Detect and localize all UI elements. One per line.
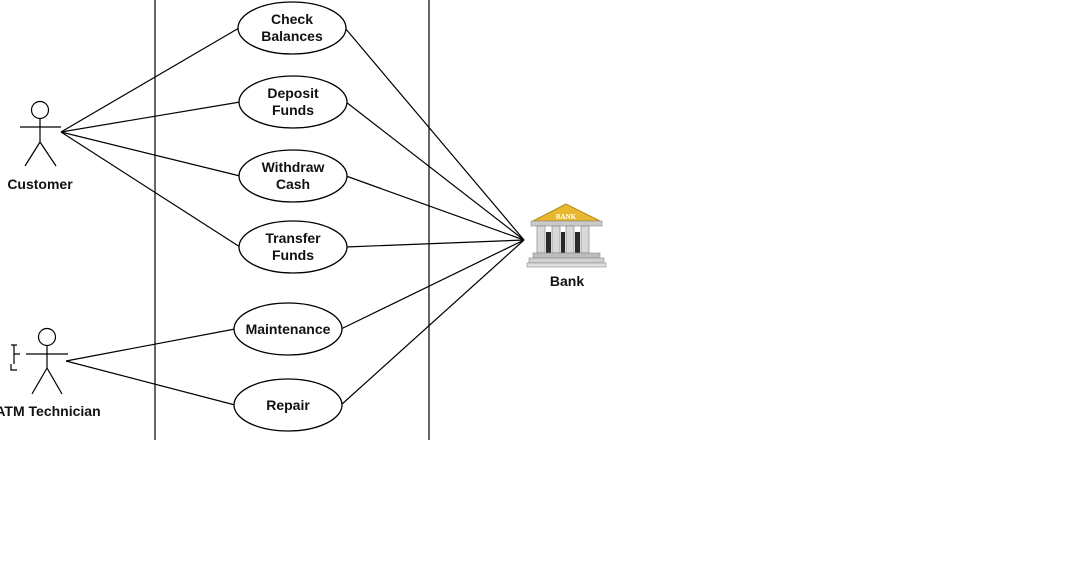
technician-actor: ATM Technician (0, 327, 101, 419)
use-case-ellipse (238, 75, 348, 129)
association-customer-withdraw (60, 131, 241, 177)
use-case-ellipse (238, 220, 348, 274)
stick-figure-with-tool-icon (10, 327, 68, 395)
technician-label: ATM Technician (0, 403, 101, 419)
association-bank-check (344, 27, 525, 241)
use-case-label: Balances (261, 28, 323, 44)
use-case-label: Repair (266, 397, 310, 413)
association-bank-deposit (345, 101, 525, 241)
use-cases: CheckBalancesDepositFundsWithdrawCashTra… (233, 1, 348, 432)
association-bank-maintenance (340, 239, 525, 330)
association-bank-withdraw (345, 175, 525, 241)
association-technician-repair (65, 360, 236, 406)
bank-actor: BANK Bank (526, 203, 607, 289)
use-case-ellipse (238, 149, 348, 203)
association-bank-transfer (345, 239, 525, 248)
association-customer-deposit (60, 101, 241, 133)
use-case-maintenance: Maintenance (233, 302, 343, 356)
use-case-label: Funds (272, 102, 314, 118)
use-case-label: Deposit (267, 85, 319, 101)
association-bank-repair (340, 239, 525, 406)
system-boundary (154, 0, 430, 440)
use-case-label: Withdraw (262, 159, 325, 175)
use-case-label: Funds (272, 247, 314, 263)
stick-figure-icon (20, 100, 61, 167)
use-case-label: Check (271, 11, 313, 27)
association-lines (60, 27, 525, 406)
bank-building-icon: BANK (526, 203, 607, 268)
use-case-label: Maintenance (246, 321, 331, 337)
use-case-label: Transfer (265, 230, 321, 246)
use-case-repair: Repair (233, 378, 343, 432)
association-customer-transfer (60, 131, 241, 248)
use-case-ellipse (233, 302, 343, 356)
association-customer-check (60, 27, 240, 133)
bank-sign-text: BANK (556, 213, 577, 221)
customer-label: Customer (7, 176, 73, 192)
bank-label: Bank (550, 273, 584, 289)
use-case-ellipse (233, 378, 343, 432)
customer-actor: Customer (7, 100, 73, 192)
association-technician-maintenance (65, 328, 236, 362)
use-case-label: Cash (276, 176, 310, 192)
use-case-ellipse (237, 1, 347, 55)
